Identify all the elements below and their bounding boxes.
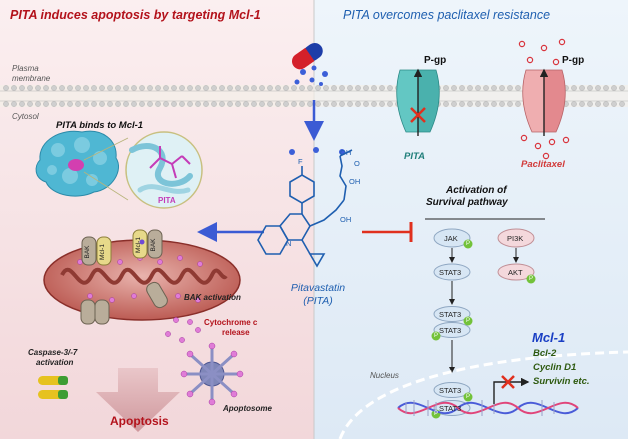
- phosphate-badges: [431, 239, 536, 419]
- pgp-transporter-pita: [396, 68, 440, 136]
- bak-label-1: BAK: [84, 245, 91, 259]
- cytochrome-label-1: Cytochrome c: [204, 318, 258, 327]
- bak-protein-2: [147, 229, 163, 259]
- target-gene-3: Survivin etc.: [533, 376, 590, 387]
- oxygen-atom: O: [354, 159, 360, 168]
- stat3-label-5: STAT3: [439, 404, 462, 413]
- pi3k-node: [497, 228, 535, 248]
- mcl1-protein-1: [96, 236, 112, 266]
- cytochrome-label-2: release: [222, 328, 250, 337]
- bak-protein-3: [146, 281, 168, 309]
- stat3-label-4: STAT3: [439, 386, 462, 395]
- nuclear-envelope: [338, 350, 628, 439]
- survival-title-2: Survival pathway: [426, 197, 508, 208]
- membrane-label: membrane: [12, 74, 51, 83]
- cytosol-label: Cytosol: [12, 112, 39, 121]
- pita-transport-label: PITA: [404, 151, 425, 162]
- mcl1-protein-surface: [35, 130, 119, 197]
- akt-label: AKT: [508, 268, 523, 277]
- phospho-4: P: [434, 333, 439, 339]
- hydroxyl-2: OH: [349, 177, 360, 186]
- jak-node: [433, 228, 471, 248]
- cytochrome-c-particles: [165, 317, 201, 343]
- zoom-pita-label: PITA: [158, 196, 176, 205]
- survival-title-1: Activation of: [446, 185, 507, 196]
- stat3-label-2: STAT3: [439, 310, 462, 319]
- mcl1-label-2: Mcl-1: [135, 237, 142, 253]
- bak-protein-4: [94, 299, 110, 325]
- target-gene-2: Cyclin D1: [533, 362, 577, 373]
- binding-zoom-circle: [125, 131, 203, 209]
- apoptosome-structure: [180, 342, 244, 406]
- apoptosis-label: Apoptosis: [110, 414, 169, 428]
- nucleus-label: Nucleus: [370, 371, 399, 380]
- phospho-2: P: [529, 276, 534, 282]
- inhibition-symbol: [362, 222, 413, 242]
- stat3-label-1: STAT3: [439, 268, 462, 277]
- pi3k-label: PI3K: [507, 234, 524, 243]
- mcl1-protein-2: [132, 229, 148, 259]
- stat3-node-1: [433, 263, 471, 281]
- right-panel-title: PITA overcomes paclitaxel resistance: [343, 8, 551, 22]
- drug-particles: [294, 65, 328, 86]
- left-panel-bg: [0, 0, 314, 439]
- transcription-arrow: [493, 377, 530, 404]
- bak-protein-5: [80, 299, 96, 325]
- binding-label: PITA binds to Mcl-1: [56, 120, 144, 131]
- bak-protein-1: [81, 236, 97, 266]
- caspase-label-2: activation: [36, 358, 74, 367]
- phospho-6: P: [434, 411, 439, 417]
- drug-abbr: (PITA): [303, 295, 333, 307]
- phospho-1: P: [466, 241, 471, 247]
- apoptosis-arrow: [96, 368, 180, 432]
- pgp-label-2: P-gp: [562, 55, 585, 66]
- drug-name: Pitavastatin: [290, 282, 346, 294]
- apoptosome-label: Apoptosome: [223, 404, 272, 413]
- stat3-dimer-2: [433, 382, 471, 416]
- target-gene-head: Mcl-1: [532, 330, 566, 345]
- paclitaxel-label: Paclitaxel: [521, 159, 565, 170]
- plasma-label: Plasma: [12, 64, 39, 73]
- pitavastatin-structure: [257, 149, 353, 268]
- phospho-5: P: [466, 394, 471, 400]
- caspase-pills: [38, 376, 68, 399]
- nitrogen-atom: N: [286, 239, 291, 248]
- caspase-label-1: Caspase-3/-7: [28, 348, 78, 357]
- hydroxyl-1: OH: [340, 215, 351, 224]
- mcl1-label-1: Mcl-1: [99, 244, 106, 260]
- fluorine-atom: F: [298, 157, 303, 166]
- bak-activation-label: BAK activation: [184, 293, 241, 302]
- transcription-block-x: [501, 375, 515, 389]
- dna-helix: [397, 400, 579, 416]
- bak-label-2: BAK: [150, 238, 157, 252]
- paclitaxel-molecules: [518, 38, 570, 160]
- left-panel-title: PITA induces apoptosis by targeting Mcl-…: [10, 8, 261, 22]
- pgp-label-1: P-gp: [424, 55, 447, 66]
- pgp-transporter-paclitaxel: [522, 68, 566, 136]
- jak-label: JAK: [444, 234, 458, 243]
- hydroxyl-3: OH: [340, 148, 351, 157]
- stat3-dimer-1: [433, 306, 471, 338]
- akt-node: [497, 263, 535, 281]
- phospho-3: P: [466, 318, 471, 324]
- stat3-label-3: STAT3: [439, 326, 462, 335]
- target-gene-1: Bcl-2: [533, 348, 557, 359]
- capsule-icon: [291, 42, 323, 70]
